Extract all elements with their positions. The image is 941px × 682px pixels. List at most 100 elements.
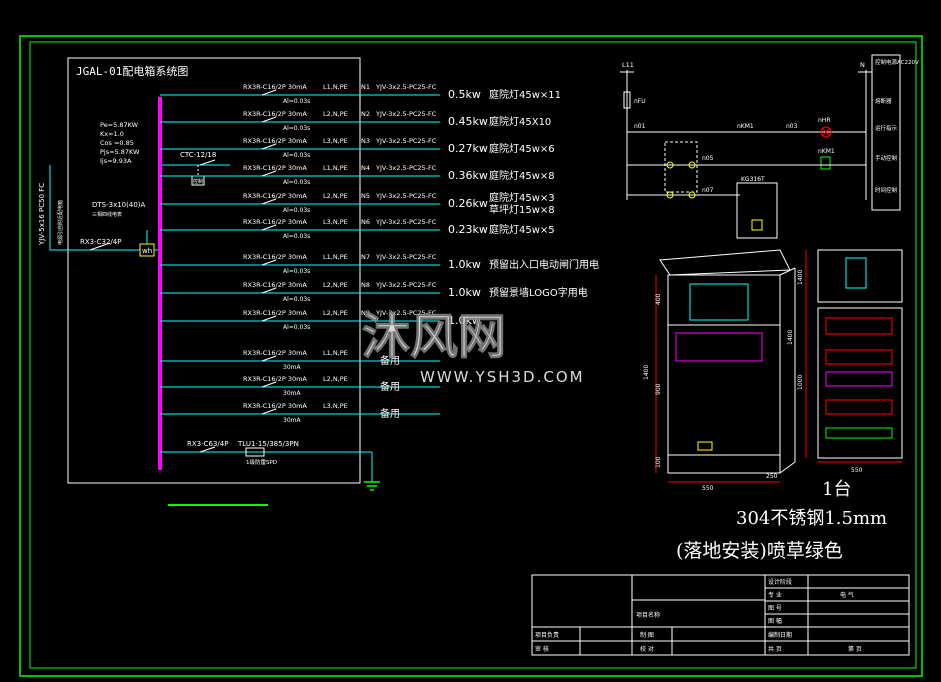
circuit-phase: L2,N,PE xyxy=(323,192,348,200)
circuit-id: N2 xyxy=(361,110,370,118)
circuit-rating: Al=0.03s xyxy=(283,152,310,159)
caption-qty: 1台 xyxy=(822,479,851,500)
inner-frame xyxy=(29,41,917,669)
circuit-breaker-symbol xyxy=(261,116,277,123)
circuit-rating: Al=0.03s xyxy=(283,207,310,214)
circuit-rating: Al=0.03s xyxy=(283,296,310,303)
circuit-breaker-label: RX3R-C16/2P 30mA xyxy=(243,192,307,200)
circuit-id: N3 xyxy=(361,137,370,145)
circuit-phase: L3,N,PE xyxy=(323,218,348,226)
cabinet-front: 400 1400 900 100 550 250 1400 xyxy=(643,249,796,492)
circuit-load: 预留出入口电动闸门用电 xyxy=(489,258,599,271)
circuit-id: N7 xyxy=(361,253,370,261)
contactor: CTC-12/18 控制 xyxy=(160,151,230,186)
circuit-breaker-label: RX3R-C16/2P 30mA xyxy=(243,281,307,289)
timer-label: KG316T xyxy=(741,176,765,183)
control-legend xyxy=(871,54,901,211)
circuit-cable: YJV-3x2.5-PC25-FC xyxy=(375,253,437,261)
circuit-breaker-symbol xyxy=(261,224,277,231)
circuit-load: 庭院灯45w×8 xyxy=(489,169,555,182)
tb-check: 校 对 xyxy=(640,645,654,653)
tb-fig: 图 号 xyxy=(768,605,782,612)
circuit-power: 1.0kw xyxy=(448,258,481,271)
circuit-breaker-symbol xyxy=(261,287,277,294)
circuit-load: 庭院灯45w×6 xyxy=(489,142,555,155)
incoming-cable: YJV-5x16 PC50 FC xyxy=(38,183,46,246)
circuit-breaker-label: RX3R-C16/2P 30mA xyxy=(243,349,307,357)
system-box xyxy=(67,57,361,484)
dim-front-6: 1400 xyxy=(787,330,794,345)
load-params: Pe=5.87KW Kx=1.0 Cos =0.85 Pjs=5.87KW Ij… xyxy=(100,121,140,165)
circuit-breaker-symbol xyxy=(261,198,277,205)
circuit-rating: Al=0.03s xyxy=(283,324,310,331)
legend-0: 控制电源AC220V xyxy=(875,58,919,66)
circuit-id: N6 xyxy=(361,218,370,226)
circuit-breaker-symbol xyxy=(261,143,277,150)
circuit-cable: YJV-3x2.5-PC25-FC xyxy=(375,110,437,118)
node-n05: n05 xyxy=(702,155,714,162)
circuit-id: N1 xyxy=(361,83,370,91)
circuit-breaker-label: RX3R-C16/2P 30mA xyxy=(243,402,307,410)
circuit-rating: Al=0.03s xyxy=(283,98,310,105)
circuit-rating: 30mA xyxy=(283,364,301,371)
dim-front-5: 250 xyxy=(766,473,778,480)
fuse-symbol xyxy=(623,91,631,109)
circuit-phase: L2,N,PE xyxy=(323,375,348,383)
coil-symbol xyxy=(820,156,831,170)
circuit-power: 1.0kw xyxy=(448,314,481,327)
fuse-label: nFU xyxy=(634,98,646,105)
spd-branch: RX3-C63/4P TLU1-15/385/3PN 1级防雷SPD xyxy=(160,440,380,491)
indicator-lamp xyxy=(820,126,832,138)
circuit-load: 庭院灯45w×5 xyxy=(489,223,555,236)
circuit-breaker-label: RX3R-C16/2P 30mA xyxy=(243,309,307,317)
circuit-power: 0.26kw xyxy=(448,197,488,210)
spd-label: TLU1-15/385/3PN xyxy=(237,440,299,448)
circuit-phase: L3,N,PE xyxy=(323,137,348,145)
meter-label: DTS-3x10(40)A xyxy=(92,201,146,209)
param-pe: Pe=5.87KW xyxy=(100,121,139,129)
circuit-cable: YJV-3x2.5-PC25-FC xyxy=(375,281,437,289)
caption-install: (落地安装)喷草绿色 xyxy=(676,540,843,562)
circuit-cable: YJV-3x2.5-PC25-FC xyxy=(375,309,437,317)
watermark-brand: 沐风网 xyxy=(362,309,506,365)
cabinet-side: 1400 1000 550 xyxy=(797,249,903,474)
circuit-power: 0.36kw xyxy=(448,169,488,182)
tb-project-name: 项目名称 xyxy=(636,611,660,619)
circuit-cable: YJV-3x2.5-PC25-FC xyxy=(375,192,437,200)
node-nkm1-a: nKM1 xyxy=(737,123,754,130)
circuit-breaker-symbol xyxy=(261,259,277,266)
circuit-id: N4 xyxy=(361,164,370,172)
spd-breaker-label: RX3-C63/4P xyxy=(187,440,228,448)
param-pjs: Pjs=5.87KW xyxy=(100,148,140,156)
node-n01: n01 xyxy=(634,123,646,130)
circuit-power: 0.27kw xyxy=(448,142,488,155)
outer-frame xyxy=(19,35,923,677)
tb-pro-val: 电 气 xyxy=(840,591,854,599)
timer-box xyxy=(736,182,778,239)
circuit-id: N8 xyxy=(361,281,370,289)
circuit-rating: Al=0.03s xyxy=(283,268,310,275)
circuit-rating: 30mA xyxy=(283,417,301,424)
spd-note: 1级防雷SPD xyxy=(246,458,277,466)
dim-front-2: 900 xyxy=(655,383,662,395)
circuit-load: 备用 xyxy=(380,380,400,393)
meter-note: 三相四线电表 xyxy=(92,211,122,218)
circuit-breaker-symbol xyxy=(261,170,277,177)
param-cos: Cos =0.85 xyxy=(100,139,134,147)
circuit-cable: YJV-3x2.5-PC25-FC xyxy=(375,137,437,145)
circuit-rating: 30mA xyxy=(283,390,301,397)
circuit-power: 0.5kw xyxy=(448,88,481,101)
control-circuit: L11 N nFU n01 nKM1 n03 nHR nKM1 n05 n07 … xyxy=(620,54,919,239)
node-nkm1-b: nKM1 xyxy=(818,148,835,155)
main-breaker-label: RX3-C32/4P xyxy=(80,238,121,246)
circuit-breaker-symbol xyxy=(261,408,277,415)
legend-3: 手动控制 xyxy=(875,154,898,162)
legend-1: 熔断器 xyxy=(875,97,892,105)
circuit-breaker-symbol xyxy=(261,89,277,96)
circuit-breaker-label: RX3R-C16/2P 30mA xyxy=(243,83,307,91)
circuit-breaker-label: RX3R-C16/2P 30mA xyxy=(243,218,307,226)
param-ijs: Ijs=9.93A xyxy=(100,157,132,165)
circuit-phase: L2,N,PE xyxy=(323,281,348,289)
